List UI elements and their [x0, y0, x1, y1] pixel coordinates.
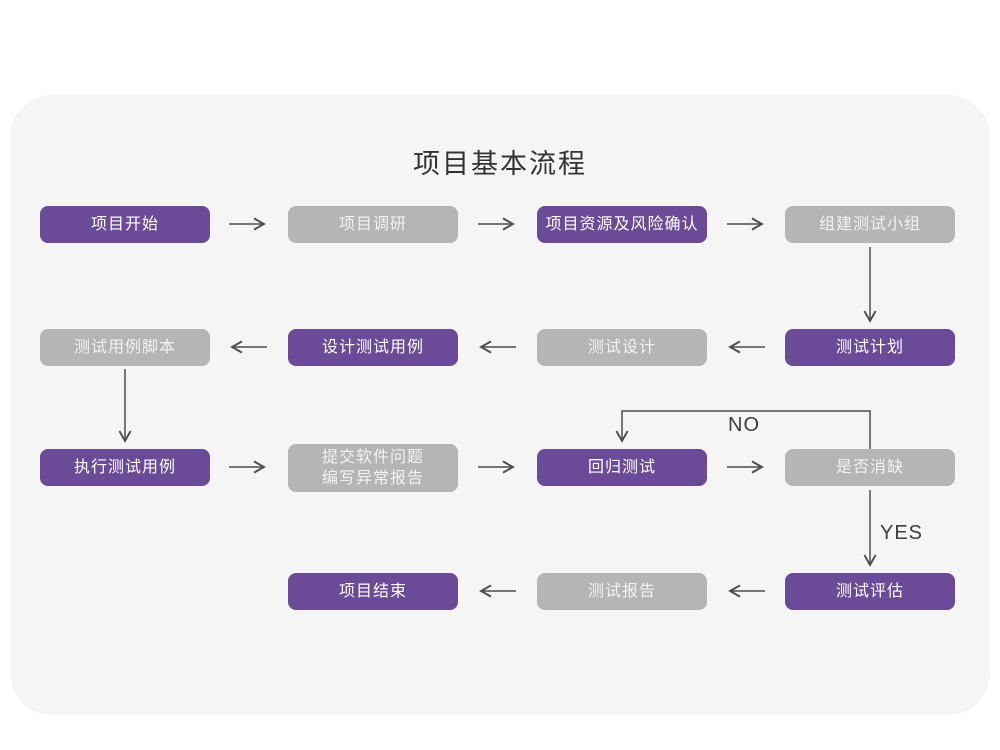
- node-test-evaluation: 测试评估: [785, 573, 955, 610]
- node-execute-test-cases: 执行测试用例: [40, 449, 210, 486]
- flowchart-card: [10, 95, 990, 715]
- node-test-design: 测试设计: [537, 329, 707, 366]
- node-build-test-team: 组建测试小组: [785, 206, 955, 243]
- node-project-research: 项目调研: [288, 206, 458, 243]
- branch-label-no: NO: [728, 414, 760, 436]
- node-defect-cleared: 是否消缺: [785, 449, 955, 486]
- node-test-report: 测试报告: [537, 573, 707, 610]
- node-resource-risk-confirm: 项目资源及风险确认: [537, 206, 707, 243]
- node-project-end: 项目结束: [288, 573, 458, 610]
- node-design-test-cases: 设计测试用例: [288, 329, 458, 366]
- node-test-plan: 测试计划: [785, 329, 955, 366]
- node-test-case-scripts: 测试用例脚本: [40, 329, 210, 366]
- node-project-start: 项目开始: [40, 206, 210, 243]
- branch-label-yes: YES: [880, 522, 924, 544]
- node-regression-test: 回归测试: [537, 449, 707, 486]
- node-submit-issues-report: 提交软件问题 编写异常报告: [288, 444, 458, 492]
- page-title: 项目基本流程: [413, 149, 587, 179]
